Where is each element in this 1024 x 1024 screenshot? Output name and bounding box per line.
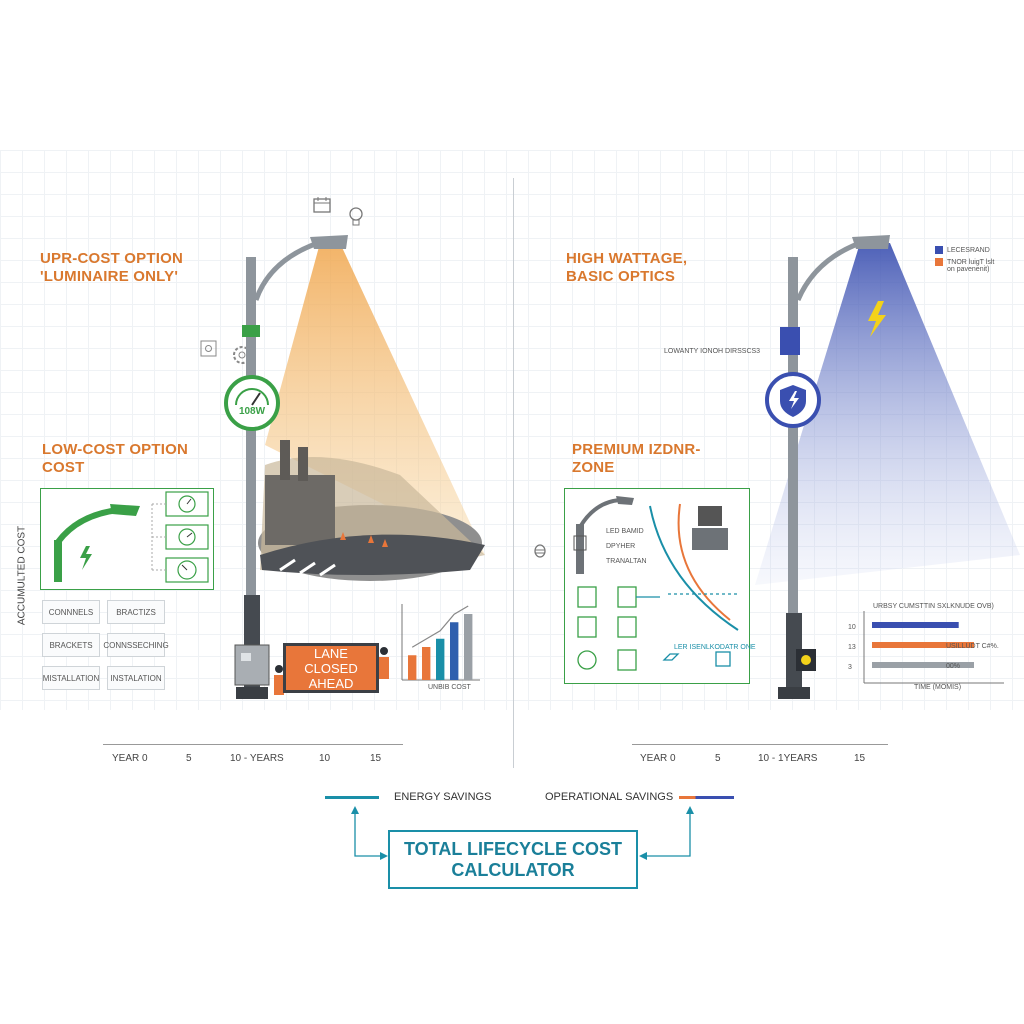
center-divider (513, 178, 514, 768)
left-tick-10: 10 (319, 753, 331, 764)
mini-bar-chart-left (401, 604, 480, 681)
label-box-3: BRACKETS (42, 633, 100, 657)
left-timeline-axis (103, 744, 403, 745)
left-tick-year0: YEAR 0 (112, 753, 148, 764)
premium-box-item-2: DPYHER (606, 543, 636, 550)
hbar-chart-bar-1 (872, 622, 959, 628)
mini-chart-left-bar-1 (408, 655, 417, 680)
mini-chart-left-trend (411, 605, 469, 648)
legend-item-2: TNOR luigT lslt (935, 258, 1021, 266)
accumulated-cost-axis-label: ACCUMULTED COST (16, 525, 28, 626)
calc-title-line2: CALCULATOR (451, 859, 575, 880)
label-box-1: CONNNELS (42, 600, 100, 624)
left-heading-top: UPR-COST OPTION 'LUMINAIRE ONLY' (40, 250, 184, 285)
right-tick-15: 15 (854, 753, 866, 764)
energy-savings-label: ENERGY SAVINGS (394, 791, 492, 803)
operational-savings-label: OPERATIONAL SAVINGS (545, 791, 674, 803)
mini-chart-left-bar-4 (450, 622, 459, 680)
luminaire-option-box (40, 488, 214, 590)
bee-icon (534, 544, 546, 558)
left-heading-mid: LOW-COST OPTION COST (42, 441, 189, 476)
connector-arrows (351, 806, 694, 860)
calendar-icon (313, 197, 331, 213)
hbar-chart-tick-3: 3 (848, 664, 852, 671)
mini-chart-left-bar-3 (436, 638, 445, 680)
hbar-chart-tick-1: 10 (848, 624, 856, 631)
premium-box-caption: LER ISENLKODATR ONE (674, 644, 756, 651)
label-box-6: INSTALATION (107, 666, 165, 690)
hbar-chart-title: URBSY CUMSTTIN SXLKNUDE OVB) (873, 603, 994, 610)
left-tick-10years: 10 - YEARS (230, 753, 284, 764)
premium-box-item-1: LED BAMID (606, 528, 644, 535)
left-streetlight-scene (224, 235, 485, 699)
right-timeline-axis (632, 744, 888, 745)
right-side-note: LOWANTY IONOH DIRSSCS3 (664, 348, 761, 355)
right-tick-year0: YEAR 0 (640, 753, 676, 764)
left-tick-5: 5 (186, 753, 192, 764)
legend-swatch-2 (935, 258, 943, 266)
legend-swatch-1 (935, 246, 943, 254)
label-box-4: CONNSSECHING (103, 633, 169, 657)
energy-savings-line (325, 796, 379, 799)
lane-closed-sign: LANE CLOSED AHEAD (283, 643, 379, 693)
legend-item-3: on pavenenit) (947, 266, 990, 273)
legend: LECESRAND TNOR luigT lslt on pavenenit) (935, 246, 1021, 273)
mini-chart-left-label: UNBIB COST (428, 684, 471, 691)
green-streetlight-icon (54, 504, 140, 582)
lifecycle-cost-calculator-button[interactable]: TOTAL LIFECYCLE COST CALCULATOR (388, 830, 638, 889)
gauge-icons (151, 491, 209, 583)
hbar-chart-bar-3 (872, 662, 974, 668)
right-tick-10years: 10 - 1YEARS (758, 753, 818, 764)
hbar-chart-bar-2 (872, 642, 974, 648)
left-tick-15: 15 (370, 753, 382, 764)
lightbulb-icon (349, 207, 363, 226)
operational-savings-line (679, 796, 734, 799)
mini-chart-left-bar-2 (422, 647, 431, 680)
premium-diagram (573, 496, 739, 671)
hbar-chart-label-3: 00% (946, 663, 960, 670)
hbar-chart-xlabel: TIME (MOMIS) (914, 684, 962, 691)
right-streetlight-scene (755, 235, 1020, 699)
right-heading-mid: PREMIUM IZDNR- ZONE (572, 441, 701, 476)
hbar-chart-label-2: USILLUDT C#%. (946, 643, 999, 650)
right-tick-5: 5 (715, 753, 721, 764)
right-heading-top: HIGH WATTAGE, BASIC OPTICS (566, 250, 688, 285)
legend-item-1: LECESRAND (935, 246, 1021, 254)
label-box-5: MISTALLATION (42, 666, 100, 690)
premium-box-item-3: TRANALTAN (606, 558, 647, 565)
label-box-2: BRACTIZS (107, 600, 165, 624)
mini-chart-left-bar-5 (464, 614, 473, 680)
wattage-meter-label: 108W (238, 406, 266, 417)
hbar-chart-tick-2: 13 (848, 644, 856, 651)
calc-title-line1: TOTAL LIFECYCLE COST (403, 838, 622, 859)
hbar-chart-right: 10 13 USILLUDT C#%. 3 00% (848, 611, 1004, 684)
